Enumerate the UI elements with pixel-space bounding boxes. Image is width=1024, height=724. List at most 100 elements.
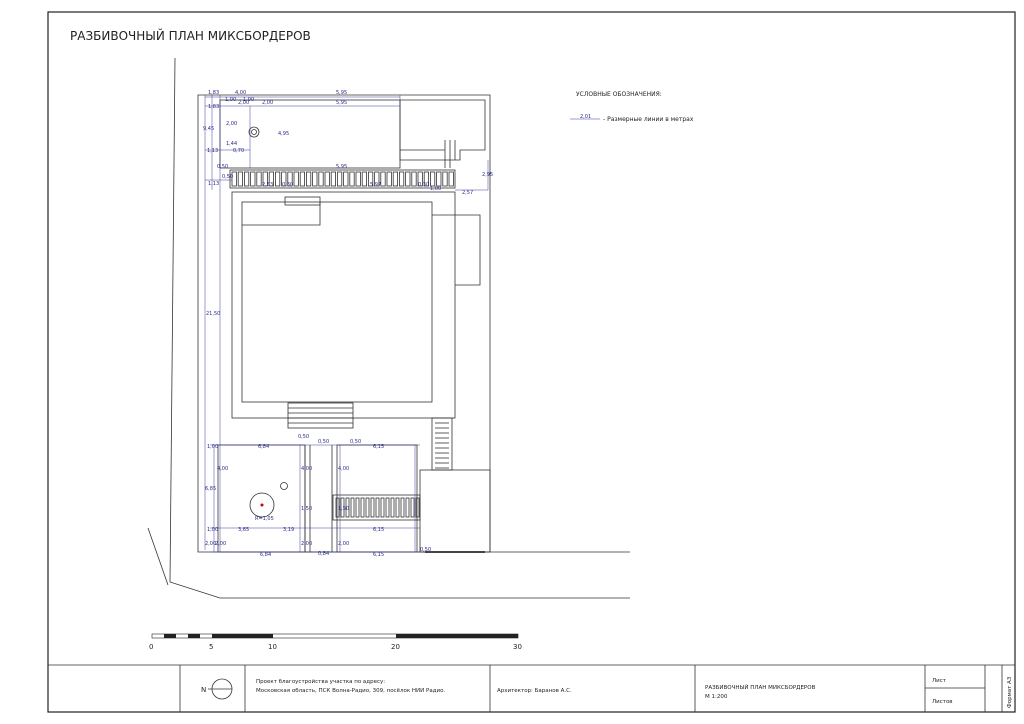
pergola-slat — [385, 497, 390, 518]
deck — [229, 169, 456, 189]
dimension-label: 2,00 — [338, 541, 349, 547]
deck-slat — [299, 171, 306, 187]
pergola-slat — [375, 497, 380, 518]
dimension-label: 5,95 — [336, 100, 347, 106]
deck-slat — [374, 171, 380, 187]
deck-slat — [423, 171, 430, 187]
pergola-slat — [390, 497, 395, 518]
sheets-label: Листов — [932, 699, 953, 705]
dimension-label: 0,50 — [318, 439, 329, 445]
pergola-slat — [335, 497, 340, 518]
deck-slat — [243, 171, 250, 187]
deck-slat — [274, 171, 281, 187]
dimension-label: 9,45 — [203, 126, 214, 132]
deck-slat — [442, 171, 448, 187]
dimension-label: 1,00 — [225, 97, 236, 103]
legend-heading: УСЛОВНЫЕ ОБОЗНАЧЕНИЯ: — [576, 91, 662, 98]
pergola-slat — [365, 497, 370, 518]
dimension-label: 2,00 — [301, 541, 312, 547]
legend: УСЛОВНЫЕ ОБОЗНАЧЕНИЯ: 2,01 - Размерные л… — [570, 91, 694, 123]
dimension-label: 4,00 — [301, 466, 312, 472]
format-label: Формат А3 — [1007, 676, 1013, 708]
deck-slat — [324, 171, 330, 187]
dimension-label: 1,83 — [208, 90, 219, 96]
sheet-title: РАЗБИВОЧНЫЙ ПЛАН МИКСБОРДЕРОВ — [705, 684, 816, 691]
deck-slat — [417, 171, 423, 187]
pergola-slat — [415, 497, 420, 518]
deck-slat — [268, 171, 275, 187]
title-block: N Проект благоустройства участка по адре… — [48, 664, 1015, 712]
dimension-label: 6,15 — [373, 444, 384, 450]
project-line2: Московская область, ПСК Волна-Радио, 309… — [256, 688, 445, 694]
pergola-slat — [395, 497, 400, 518]
dimension-label: 0,50 — [350, 439, 361, 445]
pergola-slat — [400, 497, 405, 518]
dimension-label: 3,65 — [238, 527, 249, 533]
deck-slat — [349, 171, 355, 187]
dimension-label: 3,19 — [283, 527, 294, 533]
dimension-label: 4,95 — [278, 131, 289, 137]
dimension-label: 1,00 — [207, 444, 218, 450]
pergola-slat — [345, 497, 350, 518]
dimension-label: 6,15 — [373, 552, 384, 558]
deck-slat — [355, 171, 361, 187]
deck-slat — [398, 171, 405, 187]
deck-slat — [312, 171, 318, 187]
dimension-label: 2,57 — [462, 190, 473, 196]
north-label: N — [201, 686, 206, 694]
dimension-label: 1,00 — [430, 186, 441, 192]
dimension-label: 2,00 — [205, 541, 216, 547]
deck-slat — [237, 171, 243, 187]
dimension-label: 2,95 — [482, 172, 493, 178]
house — [231, 191, 481, 429]
dimension-label: 5,95 — [336, 90, 347, 96]
deck-slat — [405, 171, 411, 187]
dimension-label: 2,53 — [262, 182, 273, 188]
dimension-label: 2,00 — [238, 100, 249, 106]
deck-slat — [305, 171, 312, 187]
upper-garden — [219, 99, 486, 169]
deck-slat — [281, 171, 287, 187]
dimension-label: 0,50 — [420, 547, 431, 553]
dimension-label: 1,50 — [301, 506, 312, 512]
dimension-label: 1,83 — [208, 104, 219, 110]
dimension-label: 21,50 — [206, 311, 220, 317]
deck-slat — [429, 171, 436, 187]
dimension-label: 5,97 — [370, 182, 381, 188]
architect: Архитектор: Баранов А.С. — [497, 688, 572, 694]
dimension-label: 0,50 — [217, 164, 228, 170]
dimension-label: 4,00 — [235, 90, 246, 96]
pergola-slat — [355, 497, 360, 518]
dimension-label: 2,00 — [226, 121, 237, 127]
svg-text:30: 30 — [513, 643, 522, 651]
pergola-slat — [340, 497, 345, 518]
deck-slat — [392, 171, 399, 187]
deck-slat — [367, 171, 374, 187]
deck-slat — [231, 171, 237, 187]
project-line1: Проект благоустройства участка по адресу… — [256, 678, 385, 685]
dimension-label: 2,00 — [215, 541, 226, 547]
stairs — [431, 417, 453, 471]
deck-slat — [436, 171, 442, 187]
pergola-slat — [380, 497, 385, 518]
scale-bar: 0 5 10 20 30 — [149, 633, 522, 651]
deck-slat — [250, 171, 256, 187]
svg-text:20: 20 — [391, 643, 400, 651]
dimension-label: 6,84 — [258, 444, 269, 450]
legend-item: - Размерные линии в метрах — [603, 116, 694, 123]
dimension-label: 0,70 — [233, 148, 244, 154]
deck-slat — [336, 171, 343, 187]
mixborder-right — [331, 444, 421, 553]
deck-slat — [330, 171, 337, 187]
deck-slat — [343, 171, 349, 187]
pergola-slat — [410, 497, 415, 518]
pergola-slat — [360, 497, 365, 518]
dimension-label: 1,00 — [207, 527, 218, 533]
sheet-frame — [47, 11, 1016, 713]
drawing-title: РАЗБИВОЧНЫЙ ПЛАН МИКСБОРДЕРОВ — [70, 28, 311, 43]
dimension-label: 6,84 — [260, 552, 271, 558]
deck-slat — [256, 171, 262, 187]
dimension-label: 6,15 — [373, 527, 384, 533]
dimension-label: 1,13 — [207, 148, 218, 154]
